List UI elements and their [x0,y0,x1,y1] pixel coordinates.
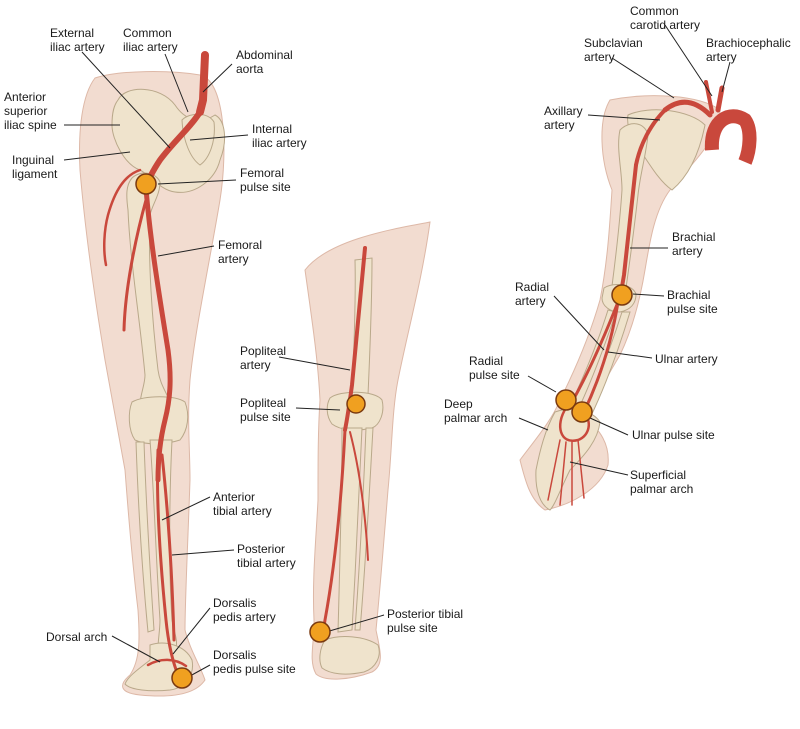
aortic-arch-vessel [704,109,757,165]
subclavian-vessel [662,99,713,118]
axillary-vessel [634,108,667,167]
popliteal-pulse-marker [346,394,366,414]
pulse-sites [135,173,633,689]
label-ulnar-pulse-site: Ulnar pulse site [632,428,715,442]
fibula-bone [135,441,155,633]
knee-bones [128,396,189,445]
popliteal-vessel [343,246,367,432]
leader-lines [63,24,731,677]
posterior-tibial-vessel-b [320,428,347,642]
carotid-vessel [704,80,714,114]
femoral-vessel [143,185,173,483]
gluteal-vessel [103,168,142,267]
brachial-pulse-marker [611,284,633,306]
deep-femoral-vessel [122,198,148,332]
anterior-tibial-vessel [155,448,180,677]
ulnar-vessel [582,300,620,414]
posterior-tibial-pulse-marker [309,621,331,643]
posterior-leg-figure [304,221,431,680]
posterior-foot [319,636,380,675]
dorsal-arch-vessel [146,658,188,668]
posterior-fibula [354,427,374,631]
radial-pulse-marker [555,389,577,411]
posterior-tibial-vessel [160,453,176,642]
finger-vessels [547,439,585,506]
brachiocephalic-vessel [715,85,725,113]
posterior-branch-vessel [349,431,369,561]
ulnar-pulse-marker [571,401,593,423]
dorsalis-pedis-pulse-marker [171,667,193,689]
radial-vessel [570,300,620,404]
femoral-pulse-marker [135,173,157,195]
abdominal-aorta-vessel [196,51,209,116]
label-ulnar-artery: Ulnar artery [655,352,718,366]
hand-bones [535,408,601,511]
label-dorsal-arch: Dorsal arch [46,630,108,644]
anterior-leg-figure [79,51,226,697]
